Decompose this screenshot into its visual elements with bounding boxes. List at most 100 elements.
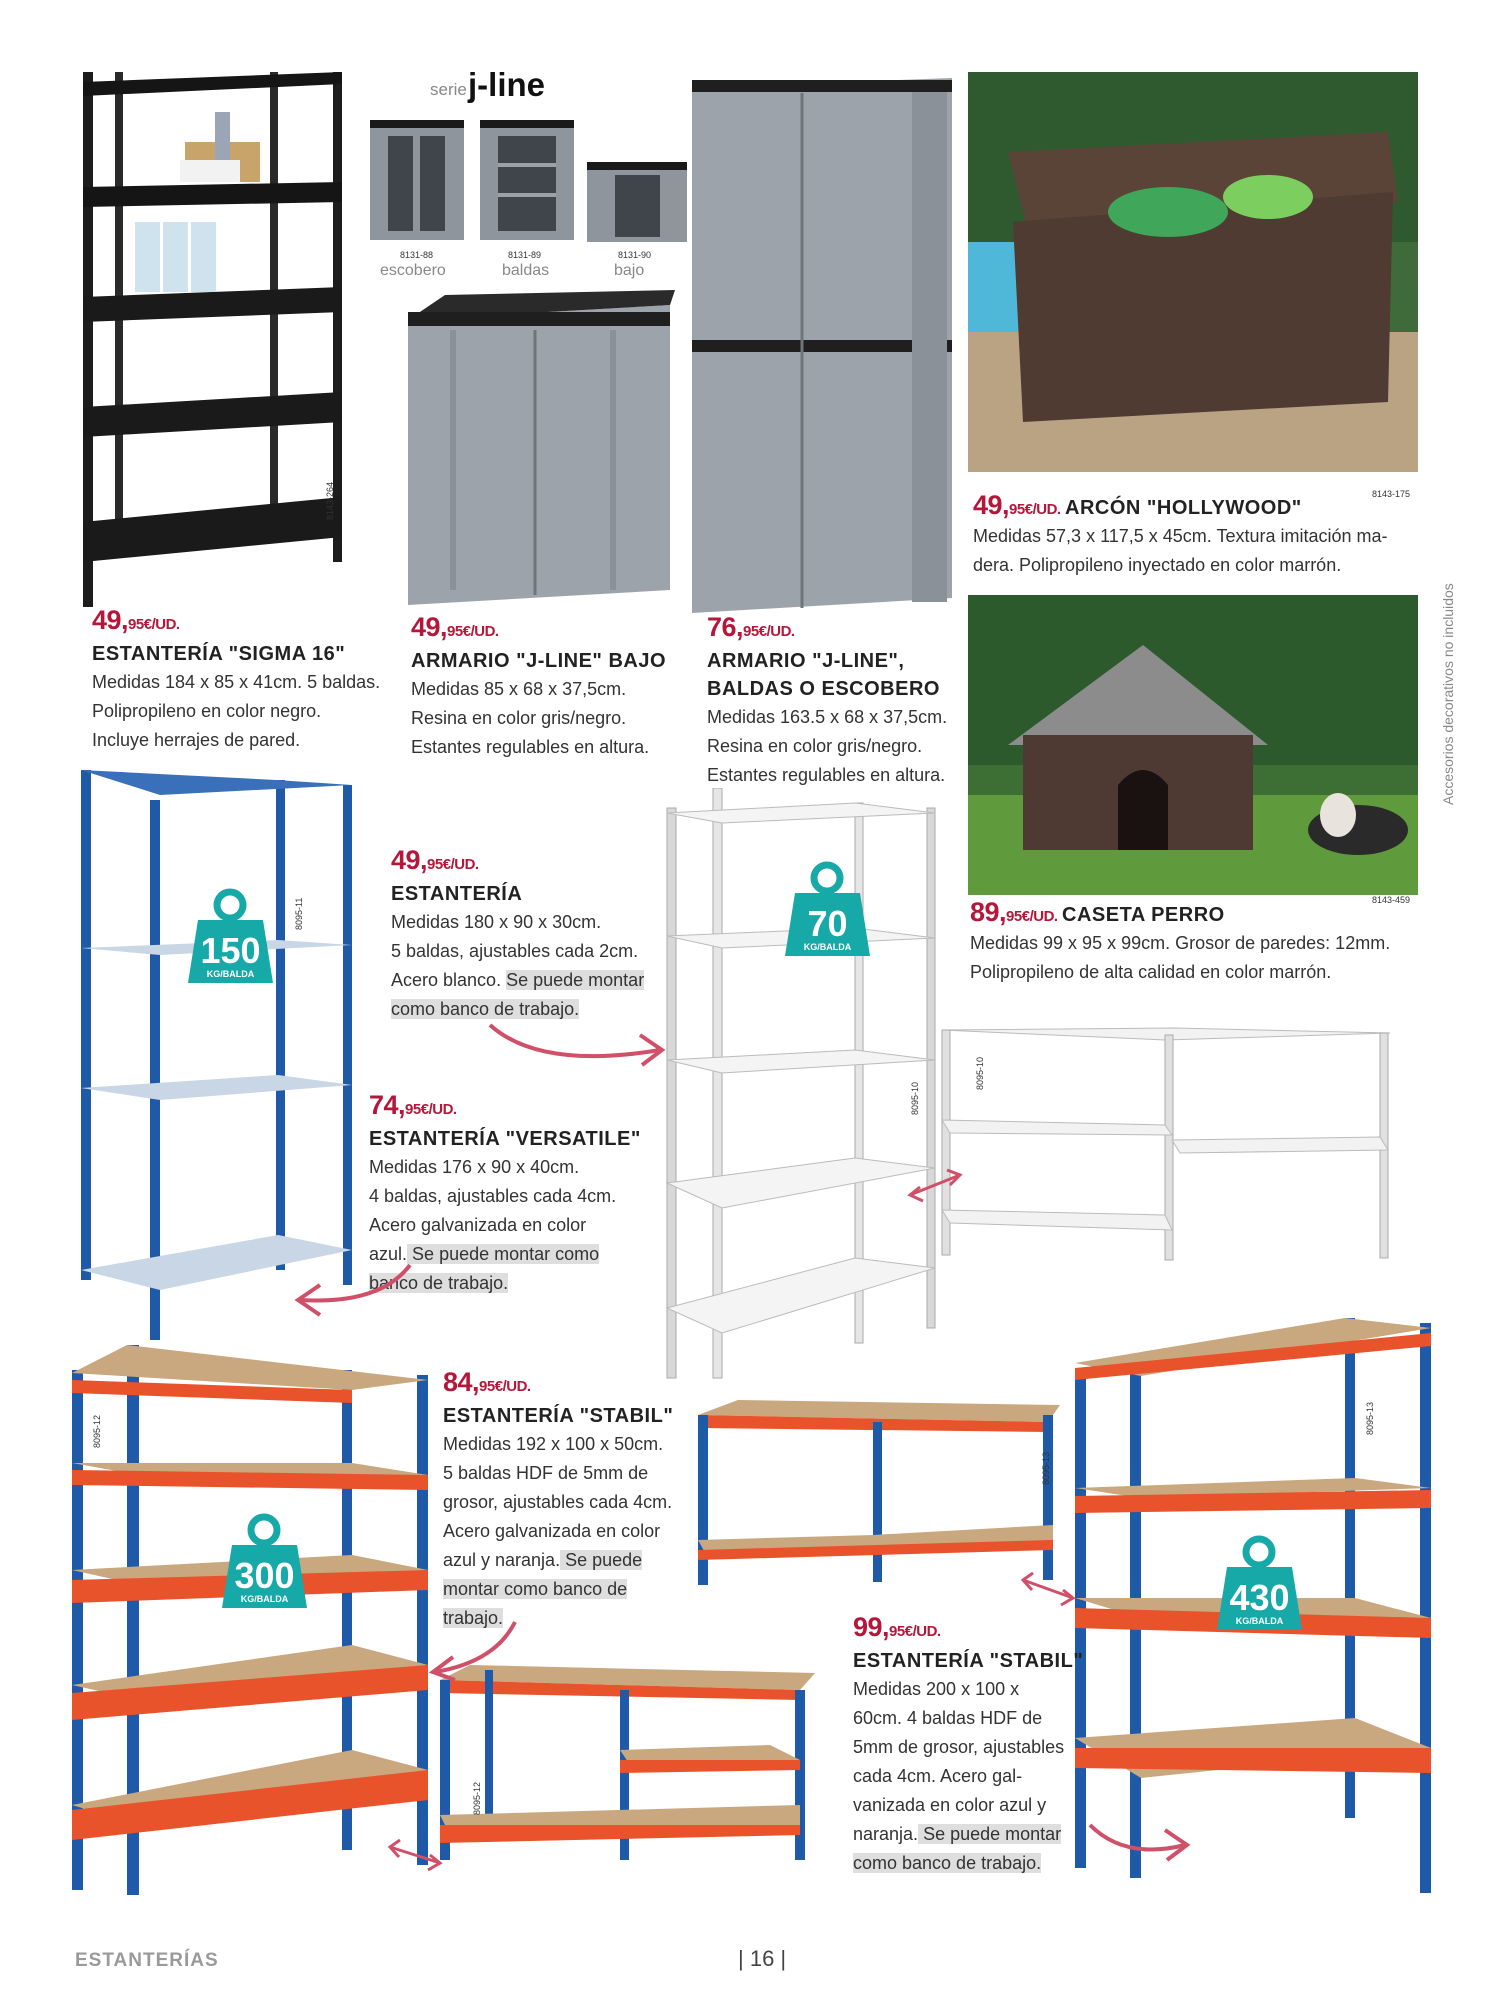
stabil1-badge-unit: KG/BALDA [240, 1594, 289, 1604]
stabil2-code: 8095-13 [1365, 1401, 1375, 1435]
versatile-badge-value: 150 [200, 930, 261, 971]
white-workbench-code: 8095-10 [975, 1056, 985, 1090]
jline-name: j-line [468, 66, 546, 103]
stabil1-bench-code: 8095-12 [472, 1781, 482, 1815]
stabil1-desc-6: montar como banco de [443, 1579, 628, 1599]
versatile-badge-unit: KG/BALDA [206, 969, 255, 979]
stabil2-price: 99,95€/UD. [853, 1612, 941, 1642]
white-shelf-weight-badge: 70 KG/BALDA [785, 858, 870, 958]
arrow-to-versatile [294, 1263, 412, 1317]
stabil2-desc-2: 60cm. 4 baldas HDF de [853, 1708, 1043, 1728]
caseta-title: CASETA PERRO [1062, 904, 1225, 926]
jline-bajo-info: 49,95€/UD. ARMARIO "J-LINE" BAJO Medidas… [411, 612, 701, 762]
versatile-price: 74,95€/UD. [369, 1090, 457, 1120]
stabil2-badge-value: 430 [1229, 1577, 1290, 1618]
stabil1-desc-4: Acero galvanizada en color [443, 1521, 661, 1541]
stabil2-desc-4: cada 4cm. Acero gal- [853, 1766, 1023, 1786]
hollywood-photo [968, 72, 1418, 472]
versatile-title: ESTANTERÍA "VERSATILE" [369, 1128, 641, 1150]
stabil1-info: 84,95€/UD. ESTANTERÍA "STABIL" Medidas 1… [443, 1367, 693, 1633]
jline-bajo-image [585, 160, 690, 245]
arrow-double-stabil1 [387, 1838, 443, 1872]
side-note: Accesorios decorativos no incluidos [1440, 583, 1456, 805]
caseta-photo [968, 595, 1418, 895]
jline-label-2: baldas [502, 262, 550, 279]
versatile-desc-3: Acero galvanizada en color [369, 1215, 587, 1235]
jline-code-1: 8131-88 [400, 250, 434, 260]
stabil2-weight-badge: 430 KG/BALDA [1217, 1532, 1302, 1632]
jline-bajo-desc-2: Resina en color gris/negro. [411, 708, 627, 728]
stabil2-badge-unit: KG/BALDA [1235, 1616, 1284, 1626]
jline-bajo-large-image [400, 290, 680, 610]
jline-bajo-desc-1: Medidas 85 x 68 x 37,5cm. [411, 679, 627, 699]
arrow-to-stabil2-shelf [1088, 1823, 1191, 1862]
stabil1-desc-3: grosor, ajustables cada 4cm. [443, 1492, 673, 1512]
jline-escobero-image [368, 118, 466, 243]
arrow-double-stabil2 [1020, 1571, 1076, 1607]
white-shelf-price: 49,95€/UD. [391, 845, 479, 875]
jline-bajo-title: ARMARIO "J-LINE" BAJO [411, 650, 667, 672]
white-shelf-code: 8095-10 [910, 1081, 920, 1115]
caseta-info: 89,95€/UD. CASETA PERRO Medidas 99 x 95 … [970, 897, 1420, 987]
stabil2-workbench-image [698, 1400, 1060, 1590]
stabil1-desc-5: azul y naranja. Se puede [443, 1550, 643, 1570]
versatile-desc-1: Medidas 176 x 90 x 40cm. [369, 1157, 580, 1177]
stabil2-desc-7: como banco de trabajo. [853, 1853, 1042, 1873]
stabil2-desc-3: 5mm de grosor, ajustables [853, 1737, 1065, 1757]
caseta-desc-2: Polipropileno de alta calidad en color m… [970, 962, 1332, 982]
sigma-desc-1: Medidas 184 x 85 x 41cm. 5 baldas. [92, 672, 381, 692]
versatile-desc-5: banco de trabajo. [369, 1273, 509, 1293]
hollywood-desc-2: dera. Polipropileno inyectado en color m… [973, 555, 1342, 575]
sigma-shelf-image [75, 72, 350, 612]
jline-tall-desc-2: Resina en color gris/negro. [707, 736, 923, 756]
jline-serie-label: serie [430, 80, 467, 99]
white-shelf-info: 49,95€/UD. ESTANTERÍA Medidas 180 x 90 x… [391, 845, 681, 1024]
white-shelf-desc-2: 5 baldas, ajustables cada 2cm. [391, 941, 639, 961]
hollywood-desc-1: Medidas 57,3 x 117,5 x 45cm. Textura imi… [973, 526, 1388, 546]
stabil1-weight-badge: 300 KG/BALDA [222, 1510, 307, 1610]
jline-tall-image [692, 78, 957, 618]
stabil2-bench-code: 8095-13 [1041, 1451, 1051, 1485]
jline-tall-title-1: ARMARIO "J-LINE", [707, 650, 905, 672]
versatile-desc-4: azul. Se puede montar como [369, 1244, 600, 1264]
jline-bajo-desc-3: Estantes regulables en altura. [411, 737, 650, 757]
white-shelf-title: ESTANTERÍA [391, 883, 523, 905]
jline-tall-price: 76,95€/UD. [707, 612, 795, 642]
stabil1-code: 8095-12 [92, 1414, 102, 1448]
jline-tall-desc-1: Medidas 163.5 x 68 x 37,5cm. [707, 707, 948, 727]
versatile-info: 74,95€/UD. ESTANTERÍA "VERSATILE" Medida… [369, 1090, 669, 1298]
sigma-title: ESTANTERÍA "SIGMA 16" [92, 643, 346, 665]
stabil1-price: 84,95€/UD. [443, 1367, 531, 1397]
jline-bajo-price: 49,95€/UD. [411, 612, 499, 642]
hollywood-heading: 49,95€/UD. ARCÓN "HOLLYWOOD" [973, 490, 1413, 522]
stabil2-title: ESTANTERÍA "STABIL" [853, 1650, 1084, 1672]
stabil1-desc-7: trabajo. [443, 1608, 504, 1628]
stabil2-desc-6: naranja. Se puede montar [853, 1824, 1062, 1844]
stabil1-workbench-image [440, 1665, 815, 1865]
jline-label-3: bajo [614, 262, 645, 279]
jline-label-1: escobero [380, 262, 446, 279]
stabil2-shelf-image [1075, 1318, 1435, 1898]
stabil2-desc-1: Medidas 200 x 100 x [853, 1679, 1020, 1699]
stabil1-shelf-image [72, 1345, 434, 1900]
white-shelf-badge-unit: KG/BALDA [803, 942, 852, 952]
caseta-desc-1: Medidas 99 x 95 x 99cm. Grosor de parede… [970, 933, 1391, 953]
caseta-code: 8143-459 [1372, 895, 1411, 905]
jline-tall-title-2: BALDAS O ESCOBERO [707, 678, 940, 700]
white-shelf-badge-value: 70 [807, 903, 848, 944]
hollywood-code: 8143-175 [1372, 489, 1411, 499]
stabil1-title: ESTANTERÍA "STABIL" [443, 1405, 674, 1427]
sigma-price: 49,95€/UD. [92, 605, 180, 635]
versatile-desc-2: 4 baldas, ajustables cada 4cm. [369, 1186, 617, 1206]
stabil1-badge-value: 300 [234, 1555, 295, 1596]
arrow-double-white [907, 1168, 963, 1203]
versatile-weight-badge: 150 KG/BALDA [188, 885, 273, 985]
sigma-desc-3: Incluye herrajes de pared. [92, 730, 301, 750]
jline-code-2: 8131-89 [508, 250, 542, 260]
versatile-shelf-image [78, 770, 358, 1345]
white-shelf-desc-4: como banco de trabajo. [391, 999, 580, 1019]
white-shelf-desc-3: Acero blanco. Se puede montar [391, 970, 645, 990]
stabil1-desc-2: 5 baldas HDF de 5mm de [443, 1463, 649, 1483]
hollywood-price: 49,95€/UD. [973, 490, 1061, 520]
hollywood-info: 49,95€/UD. ARCÓN "HOLLYWOOD" Medidas 57,… [973, 490, 1413, 580]
